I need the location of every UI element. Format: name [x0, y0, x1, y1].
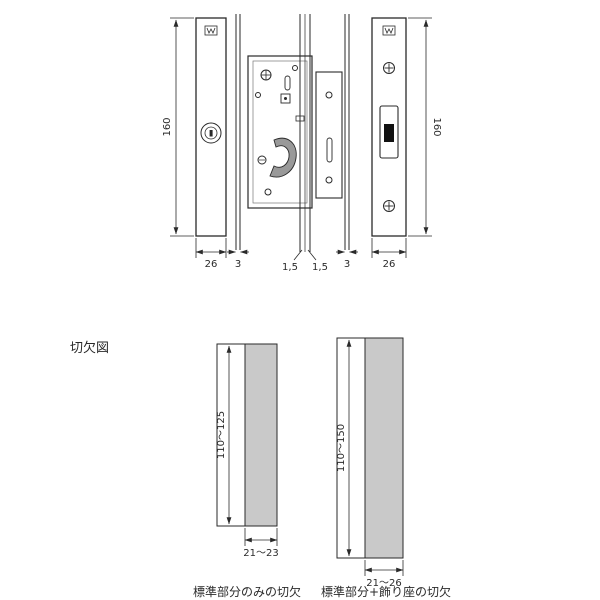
dim-label-right-width: 26 [383, 259, 396, 270]
strike-slot-icon [326, 137, 333, 163]
dim-label-left-width: 26 [205, 259, 218, 270]
left-escutcheon-plate [195, 17, 227, 237]
cutout-standard-only [216, 343, 278, 546]
dim-label-gap-mid-left: 1,5 [282, 262, 298, 273]
caption-cutout-left: 標準部分のみの切欠 [193, 584, 301, 599]
hook-bolt-icon [269, 137, 297, 178]
dim-label-right-height: 160 [431, 117, 442, 136]
hub-hole-icon [257, 155, 267, 165]
phillips-screw-icon [383, 200, 395, 212]
right-door-stile-lines [344, 14, 350, 250]
phillips-screw-icon [383, 62, 395, 74]
thumbturn-icon [379, 105, 399, 159]
cutout-area-standard [244, 343, 278, 527]
meeting-stile-lines [299, 14, 311, 252]
stopper-block-icon [280, 93, 291, 104]
dim-label-cutout-left-width: 21〜23 [243, 548, 278, 559]
caption-cutout-right: 標準部分+飾り座の切欠 [321, 584, 451, 599]
key-cylinder-icon [200, 122, 222, 144]
dim-label-left-height: 160 [162, 117, 173, 136]
slot-icon [284, 75, 291, 91]
strike-receiver-body [315, 71, 343, 199]
dim-label-cutout-right-height: 110〜150 [336, 424, 347, 472]
pin-hole-icon [292, 65, 298, 71]
brand-logo-icon [204, 25, 218, 36]
left-door-stile-lines [235, 14, 241, 250]
dimension-left-height [170, 17, 194, 237]
cutout-section-title: 切欠図 [70, 340, 109, 356]
brand-logo-icon [382, 25, 396, 36]
dimension-bottom-widths [195, 238, 407, 261]
pin-hole-icon [264, 188, 272, 196]
cutout-section: 切欠図 110〜125 21〜23 110〜150 21〜26 標準部分のみの切… [70, 337, 451, 599]
cutout-area-with-rose [364, 337, 404, 559]
assembly-section-view: 160 160 26 3 [162, 14, 442, 273]
case-screw-icon [260, 69, 272, 81]
dim-label-gap-left: 3 [235, 259, 241, 270]
dim-label-cutout-right-width: 21〜26 [366, 578, 401, 589]
right-escutcheon-plate [371, 17, 407, 237]
screw-hole-icon [325, 91, 333, 99]
cutout-standard-plus-rose [336, 337, 404, 576]
dim-label-gap-mid-right: 1,5 [312, 262, 328, 273]
pin-hole-icon [255, 92, 261, 98]
screw-hole-icon [325, 176, 333, 184]
dimension-right-height [408, 17, 432, 237]
dim-label-cutout-left-height: 110〜125 [216, 411, 227, 459]
dim-label-gap-right: 3 [344, 259, 350, 270]
lock-case-body [247, 55, 313, 209]
